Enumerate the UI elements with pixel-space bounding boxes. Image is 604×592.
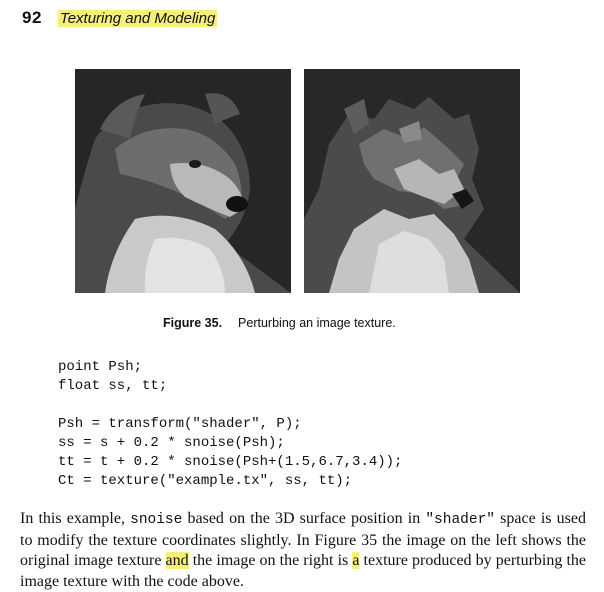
text-run: the image on the right is — [188, 552, 353, 569]
text-run: space is used to modify the texture coor… — [20, 510, 586, 569]
text-run: texture produced by perturbing the image… — [20, 552, 587, 590]
code-line: float ss, tt; — [58, 378, 168, 394]
running-title: Texturing and Modeling — [57, 10, 218, 27]
code-line — [58, 396, 402, 415]
inline-code: "shader" — [425, 512, 495, 528]
code-line: Psh = transform("shader", P); — [58, 416, 302, 432]
code-line: tt = t + 0.2 * snoise(Psh+(1.5,6.7,3.4))… — [58, 454, 403, 470]
inline-code: snoise — [130, 512, 183, 528]
text-run: based on the 3D surface position in — [182, 510, 426, 527]
figure-caption: Figure 35. Perturbing an image texture. — [163, 316, 396, 330]
code-line: Ct = texture("example.tx", ss, tt); — [58, 473, 353, 489]
dog-photo-perturbed — [304, 69, 520, 293]
code-block: point Psh; float ss, tt; Psh = transform("… — [58, 358, 402, 491]
page-number: 92 — [22, 8, 42, 27]
caption-text: Perturbing an image texture. — [238, 316, 396, 330]
text-run: In this example, — [20, 510, 131, 527]
code-line: point Psh; — [58, 359, 143, 375]
figure-label: Figure 35. — [163, 316, 223, 330]
body-paragraph: In this example, snoise based on the 3D … — [20, 509, 586, 592]
highlighted-word: a — [352, 552, 360, 569]
figure — [75, 69, 592, 295]
highlighted-word: and — [165, 552, 189, 569]
code-line: ss = s + 0.2 * snoise(Psh); — [58, 435, 285, 451]
page-header: 92 Texturing and Modeling — [22, 8, 218, 32]
dog-photo-original — [75, 69, 291, 293]
